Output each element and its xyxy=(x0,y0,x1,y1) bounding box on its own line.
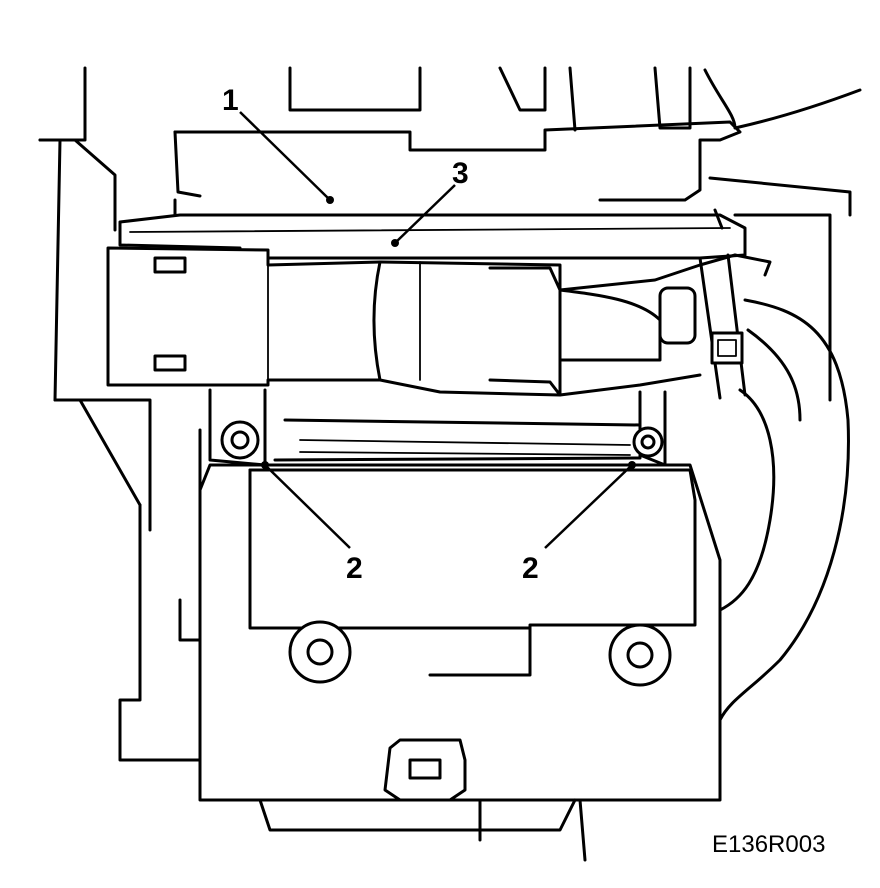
callout-1: 1 xyxy=(222,84,239,117)
callout-2-left: 2 xyxy=(346,552,363,585)
wiring-harness xyxy=(718,298,850,722)
callout-3: 3 xyxy=(452,157,469,190)
connector-housing xyxy=(106,246,772,400)
callout-2-right: 2 xyxy=(522,552,539,585)
upper-housing xyxy=(38,66,862,402)
figure-reference: E136R003 xyxy=(712,831,825,858)
callout-leaders xyxy=(239,111,636,549)
control-unit xyxy=(198,418,722,862)
